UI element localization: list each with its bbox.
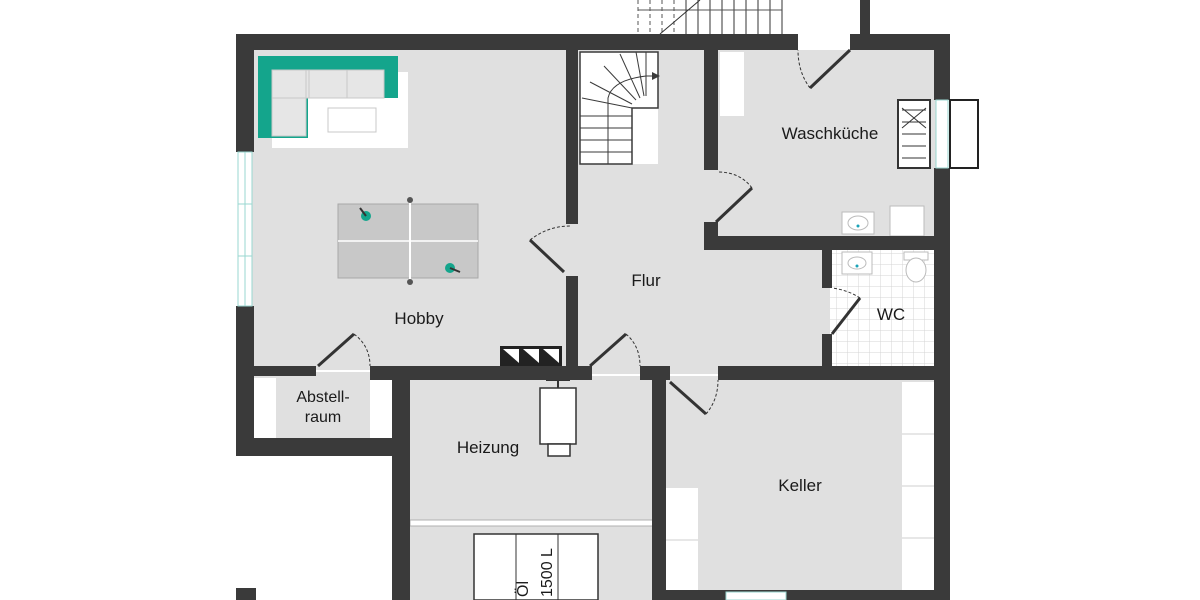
heizung-partition <box>409 519 655 527</box>
shelf-icon <box>720 52 744 116</box>
tank-label-oil: Öl <box>514 581 532 597</box>
room-label-keller: Keller <box>778 476 822 495</box>
walls <box>236 0 950 600</box>
radiator-icon <box>500 346 562 366</box>
light-well <box>949 99 979 169</box>
room-label-flur: Flur <box>631 271 661 290</box>
room-label-wc: WC <box>877 305 905 324</box>
outdoor-stairs-icon <box>637 0 783 35</box>
room-label-abstellraum-1: Abstell- <box>296 389 349 406</box>
keller-shelves <box>666 382 934 592</box>
room-label-waschkueche: Waschküche <box>782 124 879 143</box>
stairs-icon <box>579 51 660 165</box>
top-door-gap <box>798 34 850 50</box>
flur-floor-east <box>706 242 830 374</box>
doors <box>317 48 862 416</box>
room-label-hobby: Hobby <box>394 309 444 328</box>
windows <box>237 34 979 600</box>
oil-tank-icon <box>473 533 599 600</box>
sofa-icon <box>258 56 408 148</box>
washing-machine-icon <box>897 99 931 169</box>
boiler-icon <box>539 378 577 457</box>
sink-icon <box>841 205 925 237</box>
room-label-abstellraum-2: raum <box>305 409 341 426</box>
keller-window <box>725 591 787 600</box>
room-label-heizung: Heizung <box>457 438 519 457</box>
abstell-shelves <box>254 378 392 438</box>
toilet-icon <box>841 251 929 283</box>
wasch-window <box>935 99 949 169</box>
tank-label-volume: 1500 L <box>539 548 556 597</box>
table-tennis-icon <box>337 197 479 285</box>
